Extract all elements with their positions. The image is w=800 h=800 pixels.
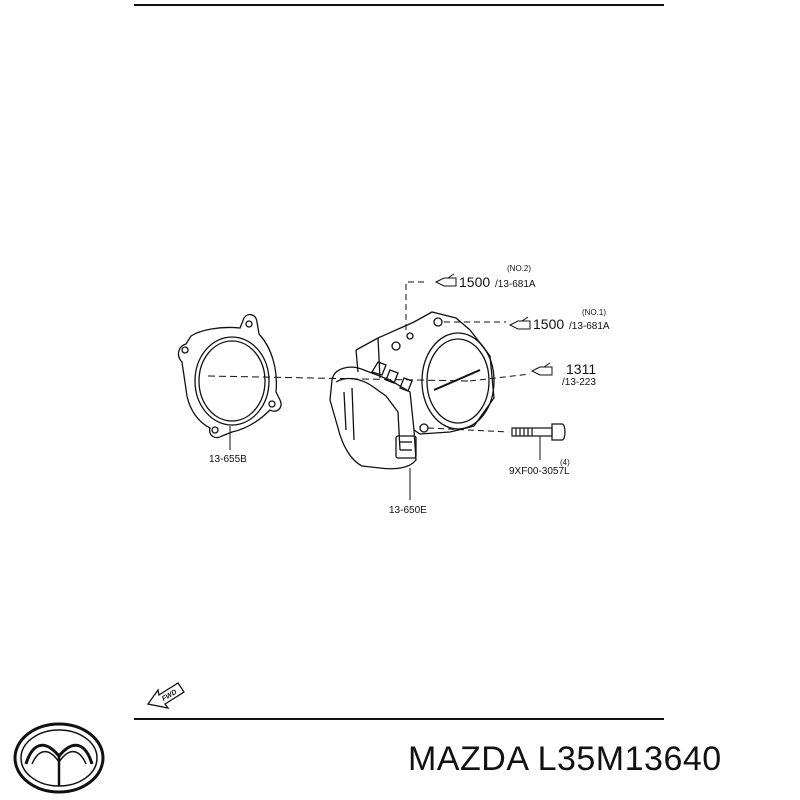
mazda-logo-icon: [13, 722, 105, 794]
bolt-leader: [427, 427, 509, 433]
bolt-quantity: (4): [560, 458, 570, 467]
bolt-part: [511, 423, 566, 441]
no2-position: (NO.2): [507, 264, 531, 273]
seal-part: /13-223: [562, 377, 596, 388]
no1-part: /13-681A: [569, 321, 610, 332]
pointing-hand-icon: [530, 362, 553, 376]
pointing-hand-icon: [434, 273, 457, 287]
no1-position: (NO.1): [582, 308, 606, 317]
pointing-hand-icon: [508, 316, 531, 330]
bolt-part-label: 9XF00-3057L: [509, 466, 570, 477]
fwd-arrow-icon: FWD: [146, 682, 185, 709]
seal-torque: 1311: [566, 361, 596, 377]
footer-part-title: MAZDA L35M13640: [408, 740, 722, 779]
part-number: L35M13640: [537, 740, 722, 778]
gasket-label: 13-655B: [209, 454, 247, 465]
throttle-body-label: 13-650E: [389, 505, 427, 516]
no2-torque: 1500: [459, 274, 490, 290]
gasket-part: [177, 313, 282, 439]
brand-name: MAZDA: [408, 740, 528, 778]
no2-leader: [405, 281, 428, 330]
no1-torque: 1500: [533, 316, 564, 332]
no2-part: /13-681A: [495, 279, 536, 290]
throttle-body-part: [329, 311, 495, 470]
seal-leader: [469, 373, 531, 382]
